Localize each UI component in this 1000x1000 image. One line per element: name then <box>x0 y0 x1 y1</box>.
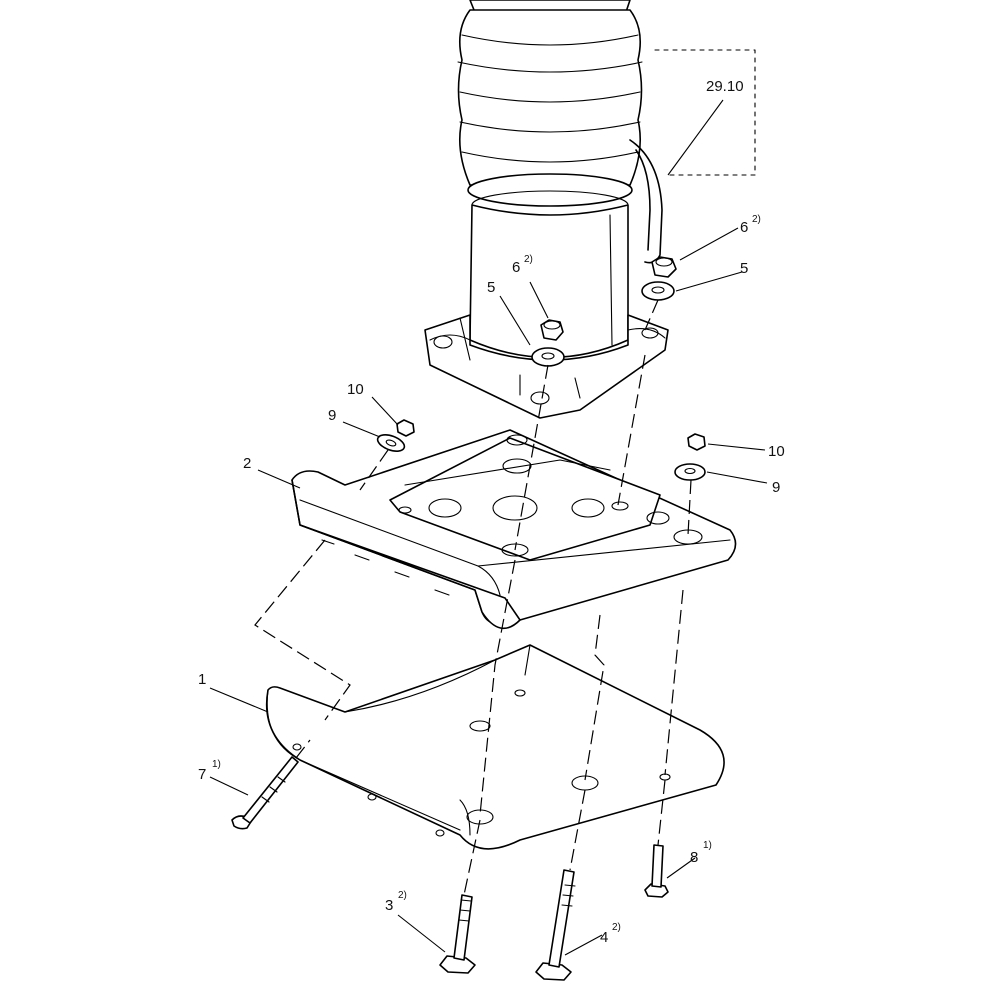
callout-labels: 29.10 6 2) 5 6 2) 5 10 9 2 10 9 1 7 1) 8… <box>198 78 785 946</box>
callout-10-right: 10 <box>768 443 785 460</box>
callout-6-left: 6 <box>512 259 520 276</box>
callout-5-left: 5 <box>487 279 495 296</box>
callout-7: 7 <box>198 766 206 783</box>
callout-4-sup: 2) <box>612 922 621 933</box>
callout-3-sup: 2) <box>398 890 407 901</box>
nut-6-right <box>651 256 677 278</box>
callout-6-right: 6 <box>740 219 748 236</box>
washer-5-right <box>641 281 675 301</box>
callout-6-right-sup: 2) <box>752 214 761 225</box>
assembly-lines <box>254 299 692 896</box>
bolt-8 <box>644 844 669 898</box>
countersunk-screw-7 <box>231 756 299 830</box>
item-29-10-outline <box>654 49 756 176</box>
callout-1: 1 <box>198 671 206 688</box>
callout-5-right: 5 <box>740 260 748 277</box>
callout-9-left: 9 <box>328 407 336 424</box>
bolt-4 <box>535 869 576 981</box>
callout-2: 2 <box>243 455 251 472</box>
callout-10-left: 10 <box>347 381 364 398</box>
leader-lines <box>209 99 768 956</box>
callout-29-10: 29.10 <box>706 78 744 95</box>
washer-9-left <box>376 434 406 452</box>
callout-6-left-sup: 2) <box>524 254 533 265</box>
base-pan-part-1 <box>265 644 725 850</box>
callout-7-sup: 1) <box>212 759 221 770</box>
base-plate-part-2 <box>291 429 737 630</box>
nut-6-left <box>540 319 564 341</box>
washer-9-right <box>674 463 706 481</box>
bolt-3 <box>439 894 476 974</box>
callout-8-sup: 1) <box>703 840 712 851</box>
callout-9-right: 9 <box>772 479 780 496</box>
nut-10-right <box>687 433 706 451</box>
callout-8: 8 <box>690 849 698 866</box>
washer-5-left <box>531 347 565 367</box>
callout-3: 3 <box>385 897 393 914</box>
nut-10-left <box>396 419 415 437</box>
callout-4: 4 <box>600 929 608 946</box>
